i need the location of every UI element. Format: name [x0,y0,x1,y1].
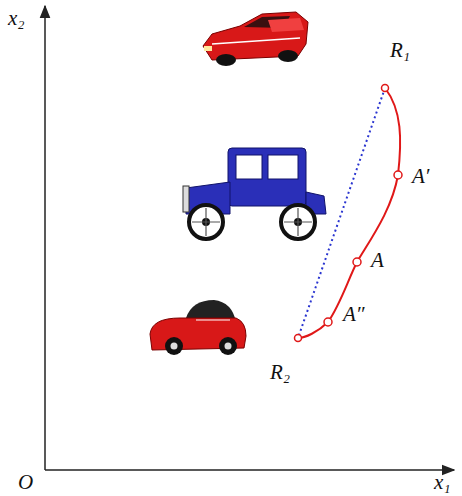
point-label: R₁ [390,40,410,61]
path-point [295,335,302,342]
path-point [324,318,332,326]
sports-car [203,12,308,66]
point-label: A [371,250,384,271]
path-point [353,258,361,266]
vintage-car [183,148,326,239]
path-point [382,85,389,92]
path-point [394,171,402,179]
point-label: A′ [412,166,429,187]
vertical-axis [44,6,46,470]
curved-path [298,88,400,338]
point-label: A″ [343,304,365,325]
axis-label: x₂ [8,8,25,29]
axis-label: x₁ [434,472,451,493]
point-label: R₂ [270,362,290,383]
origin-label: O [18,472,33,493]
horizontal-axis [45,469,454,471]
small-car [150,300,246,355]
straight-path [298,88,385,338]
